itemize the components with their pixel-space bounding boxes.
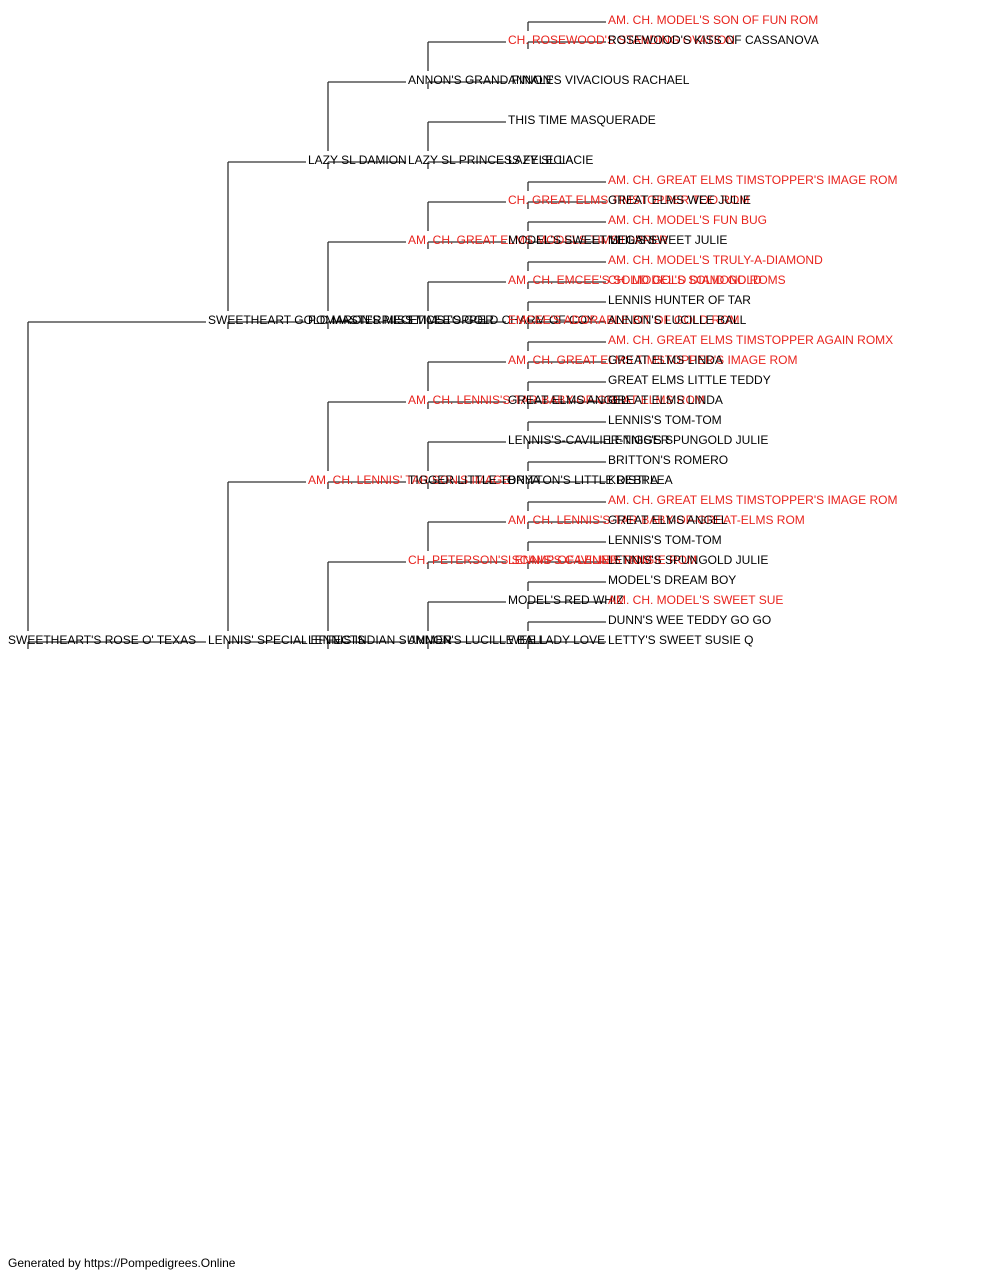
ancestor-name-gen-1: SWEETHEART GOLD MASTERPIECE [208, 313, 418, 327]
ancestor-name-gen-3: AM. CH. GREAT ELMS MODELS TIMSTOPPER [408, 233, 668, 247]
ancestor-name-gen-2: AM. CH. LENNIS' TAR SON'S IMAGE [308, 473, 510, 487]
ancestor-name-gen-5: LENNIS'S SPUNGOLD JULIE [608, 433, 768, 447]
ancestor-name-gen-5: LETTY'S SWEET SUSIE Q [608, 633, 753, 647]
ancestor-name-gen-5: GREAT ELMS WEE JULIE [608, 193, 751, 207]
ancestor-name-gen-3: EMCEE'S GOLD CHARM OF COY [408, 313, 595, 327]
ancestor-name-gen-5: AM. CH. GREAT ELMS TIMSTOPPER'S IMAGE RO… [608, 173, 897, 187]
ancestor-name-gen-4: WEE LADY LOVE [508, 633, 605, 647]
ancestor-name-gen-4: BRITTON'S LITTLE DEBRA [508, 473, 658, 487]
ancestor-name-gen-4: AM. CH. LENNIS'S-TAR-BABY-OF-GREAT-ELMS … [508, 513, 805, 527]
ancestor-name-gen-5: AM. CH. MODEL'S SWEET SUE [608, 593, 783, 607]
ancestor-name-gen-4: GREAT ELMS ANGEL [508, 393, 628, 407]
ancestor-name-gen-4: AM. CH. EMCEE'S SOLID GOLD DIAMOND ROMS [508, 273, 786, 287]
footer-credit: Generated by https://Pompedigrees.Online [8, 1256, 236, 1270]
ancestor-name-gen-5: LENNIS'S TOM-TOM [608, 413, 722, 427]
ancestor-name-gen-3: AM. CH. LENNIS'S-TAR-BABY-OF-GREAT-ELMS … [408, 393, 705, 407]
ancestor-name-gen-5: MODEL'S DREAM BOY [608, 573, 736, 587]
ancestor-name-gen-3: CH. PETERSON'S SCAMP OF LENNIS ROM [408, 553, 652, 567]
ancestor-name-gen-5: AM. CH. GREAT ELMS TIMSTOPPER'S IMAGE RO… [608, 493, 897, 507]
ancestor-name-gen-4: LAZY SL LACIE [508, 153, 593, 167]
ancestor-name-gen-5: LENNIS'S SPUNGOLD JULIE [608, 553, 768, 567]
ancestor-name-gen-5: GREAT ELMS ANGEL [608, 513, 728, 527]
ancestor-name-gen-3: ANNON'S LUCILLE BALL [408, 633, 547, 647]
ancestor-name-gen-4: AM. CH. GREAT ELMS TIMSTOPPER'S IMAGE RO… [508, 353, 797, 367]
ancestor-name-gen-3: LAZY SL PRINCESS FELECIA [408, 153, 573, 167]
ancestor-name-gen-4: EMCEE'S ADORABLE BIT OF GOLD ROM [508, 313, 739, 327]
ancestor-name-gen-5: ROSEWOOD'S KISS OF CASSANOVA [608, 33, 819, 47]
ancestor-name-gen-4: LENNIS'S-CAVILIER-TIGGER [508, 433, 670, 447]
ancestor-name-gen-4: MODEL'S RED WHIZ [508, 593, 624, 607]
ancestor-name-gen-5: CH. MODEL'S SOLID GOLD [608, 273, 762, 287]
ancestor-name-gen-4: CH. ROSEWOOD'S STANDING OVATION [508, 33, 735, 47]
ancestor-name-gen-4: CH. GREAT ELMS TIMSTOPPER TOO ROM [508, 193, 749, 207]
ancestor-name-gen-2: POMARON'S MISS TIMSTOPPER [308, 313, 494, 327]
ancestor-name-gen-5: LENNIS'S TOM-TOM [608, 533, 722, 547]
ancestor-name-gen-5: LENNIS HUNTER OF TAR [608, 293, 751, 307]
ancestor-name-gen-5: AM. CH. MODEL'S TRULY-A-DIAMOND [608, 253, 823, 267]
ancestor-name-gen-4: ANNON'S VIVACIOUS RACHAEL [508, 73, 690, 87]
ancestor-name-gen-5: MEG'S SWEET JULIE [608, 233, 727, 247]
ancestor-name-gen-2: LENNIS INDIAN SUMMER [308, 633, 452, 647]
ancestor-name-gen-5: GREAT ELMS LINDA [608, 353, 723, 367]
ancestor-name-gen-5: KRISTI LEA [608, 473, 673, 487]
ancestor-name-gen-3: TIGGER LITTLE TONYA [408, 473, 540, 487]
ancestor-name-gen-3: ANNON'S GRAND FINALE [408, 73, 554, 87]
ancestor-name-gen-5: GREAT ELMS LITTLE TEDDY [608, 373, 771, 387]
ancestor-name-gen-4: MODEL'S SWEET LEILANI [508, 233, 655, 247]
ancestor-name-gen-5: AM. CH. MODEL'S FUN BUG [608, 213, 767, 227]
ancestor-name-gen-2: LAZY SL DAMION [308, 153, 407, 167]
ancestor-name-gen-4: THIS TIME MASQUERADE [508, 113, 656, 127]
ancestor-name-gen-1: LENNIS' SPECIAL EFFECTS [208, 633, 365, 647]
ancestor-name-gen-5: GREAT ELMS LINDA [608, 393, 723, 407]
ancestor-name-gen-5: AM. CH. MODEL'S SON OF FUN ROM [608, 13, 818, 27]
ancestor-name-gen-4: LENNIS'S CAVILIER TANGIE ROM [508, 553, 697, 567]
ancestor-name-gen-5: DUNN'S WEE TEDDY GO GO [608, 613, 771, 627]
ancestor-name-gen-5: ANNON'S LUCILLE BALL [608, 313, 747, 327]
subject-name: SWEETHEART'S ROSE O' TEXAS [8, 633, 196, 647]
ancestor-name-gen-5: BRITTON'S ROMERO [608, 453, 728, 467]
ancestor-name-gen-5: AM. CH. GREAT ELMS TIMSTOPPER AGAIN ROMX [608, 333, 893, 347]
